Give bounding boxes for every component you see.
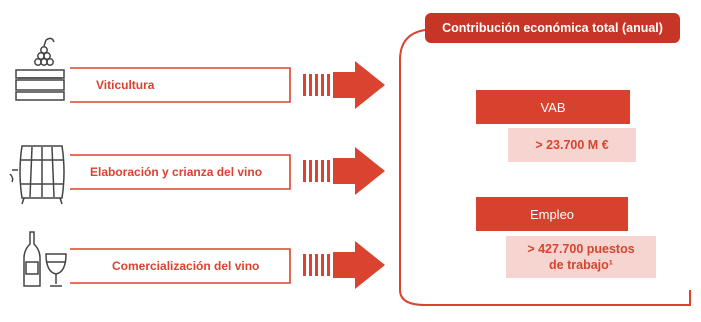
wine-bottle-glass-icon: [23, 231, 67, 287]
metric-value-vab: > 23.700 M €: [508, 128, 636, 162]
contribution-container: [399, 29, 691, 306]
contribution-header-text: Contribución económica total (anual): [442, 21, 663, 35]
metric-value-vab-text: > 23.700 M €: [535, 138, 609, 152]
arrow-stage-2: [303, 147, 385, 195]
metric-value-employment-line1: > 427.700 puestos: [527, 242, 635, 256]
stage-outline-1: [70, 67, 291, 103]
arrow-stage-1: [303, 61, 385, 109]
stage-label-commercialization: Comercialización del vino: [112, 259, 260, 273]
stage-outline-2: [70, 154, 291, 190]
metric-title-employment: Empleo: [476, 197, 628, 231]
barrel-icon: [9, 145, 65, 205]
stage-label-viticulture: Viticultura: [96, 78, 155, 92]
metric-title-employment-text: Empleo: [529, 206, 575, 222]
contribution-header: Contribución económica total (anual): [425, 13, 680, 43]
metric-title-vab: VAB: [476, 90, 630, 124]
metric-value-employment-line2: de trabajo¹: [549, 258, 613, 272]
stage-label-winemaking: Elaboración y crianza del vino: [90, 165, 263, 179]
stage-outline-3: [70, 248, 291, 284]
metric-value-employment: > 427.700 puestos de trabajo¹: [506, 236, 656, 278]
arrow-stage-3: [303, 241, 385, 289]
metric-title-vab-text: VAB: [540, 99, 566, 115]
grape-crate-icon: [15, 37, 65, 101]
